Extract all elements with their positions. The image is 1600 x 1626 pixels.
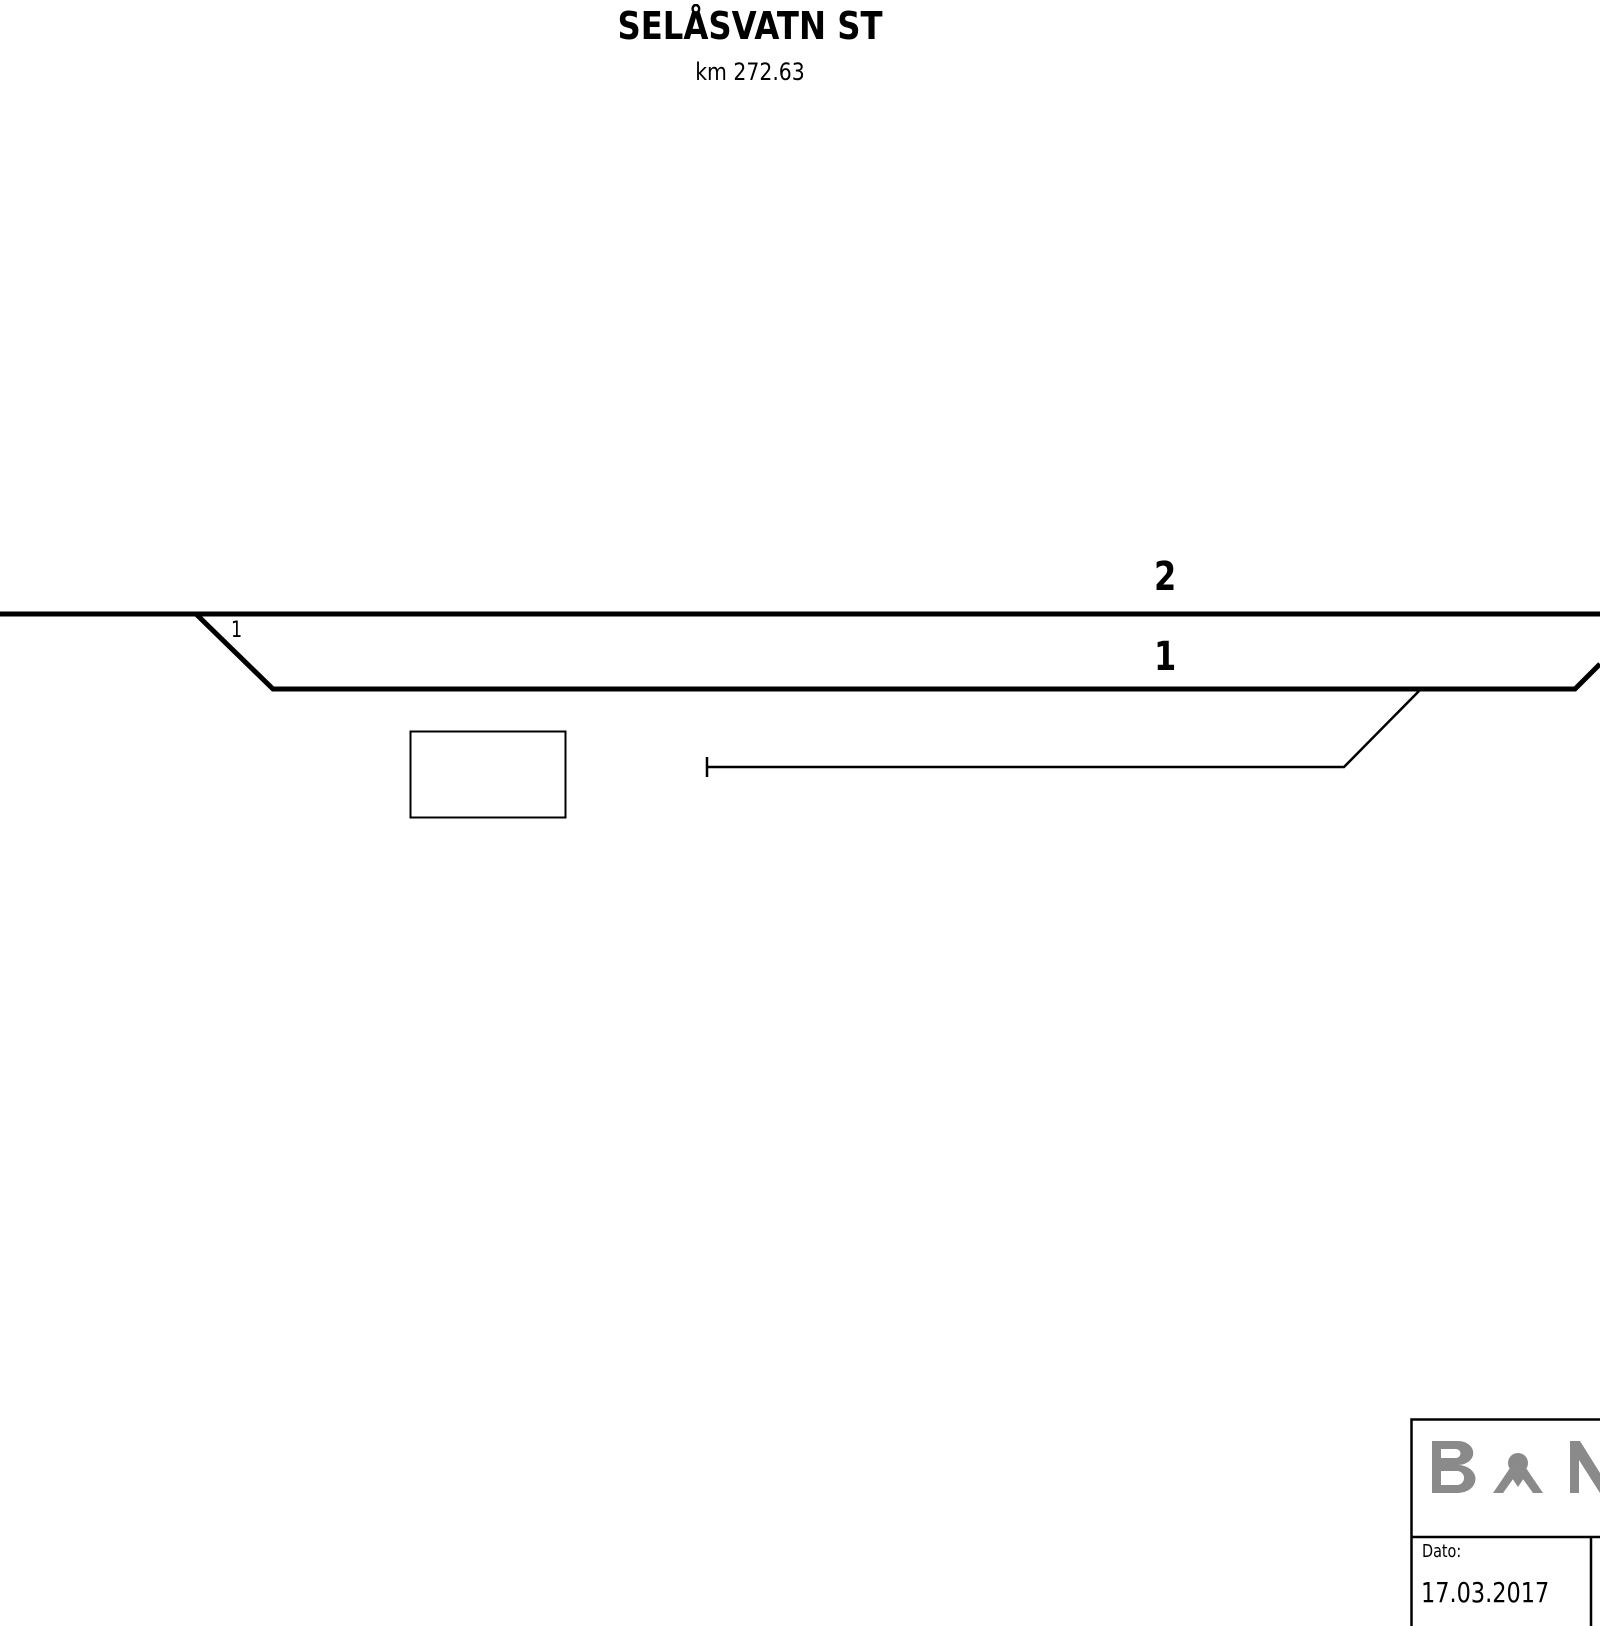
bane-nor-logo xyxy=(1432,1441,1600,1493)
station-km: km 272.63 xyxy=(695,58,805,86)
station-title: SELÅSVATN ST xyxy=(617,4,883,48)
siding-track xyxy=(707,690,1420,769)
date-label: Dato: xyxy=(1422,1541,1462,1562)
date-value: 17.03.2017 xyxy=(1421,1576,1550,1609)
title-block-frame xyxy=(1410,1418,1600,1626)
station-building xyxy=(409,730,567,819)
track-1-label: 1 xyxy=(1154,634,1177,680)
track-1-line xyxy=(194,612,1600,692)
track-2-label: 2 xyxy=(1154,554,1177,600)
switch-1-label: 1 xyxy=(231,618,243,643)
title-block xyxy=(1410,1418,1600,1626)
